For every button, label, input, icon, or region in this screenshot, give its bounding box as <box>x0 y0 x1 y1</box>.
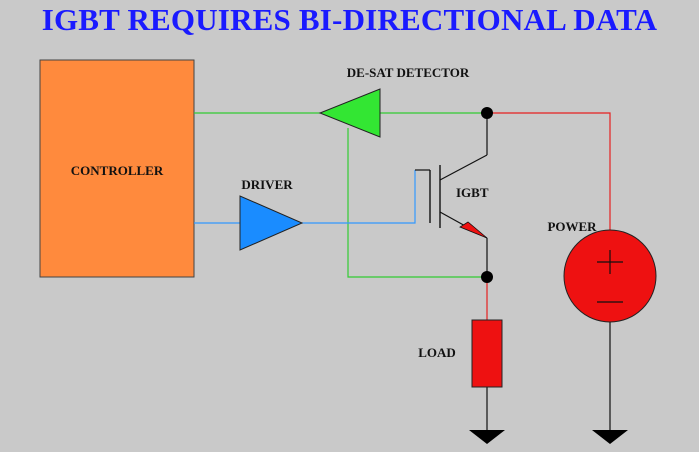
igbt-label: IGBT <box>456 185 489 200</box>
ground-icon-load <box>469 430 505 444</box>
desat-detector-icon <box>318 88 381 138</box>
controller-block <box>39 59 195 278</box>
junction-dot-top <box>481 107 493 119</box>
wire-driver-gate <box>302 170 416 224</box>
wire-desat-emitter-node <box>347 128 487 278</box>
junction-dot-emitter <box>481 271 493 283</box>
power-source-icon <box>563 229 657 323</box>
driver-label: DRIVER <box>241 177 293 192</box>
page-title: IGBT REQUIRES BI-DIRECTIONAL DATA <box>41 2 658 37</box>
wire-top-node-power <box>487 112 611 235</box>
desat-label: DE-SAT DETECTOR <box>347 65 470 80</box>
igbt-transistor-icon <box>415 154 488 239</box>
load-resistor-icon <box>471 319 503 388</box>
driver-icon <box>239 195 304 251</box>
load-label: LOAD <box>418 345 456 360</box>
controller-label: CONTROLLER <box>71 163 164 178</box>
power-label: POWER <box>547 219 597 234</box>
ground-icon-power <box>592 430 628 444</box>
